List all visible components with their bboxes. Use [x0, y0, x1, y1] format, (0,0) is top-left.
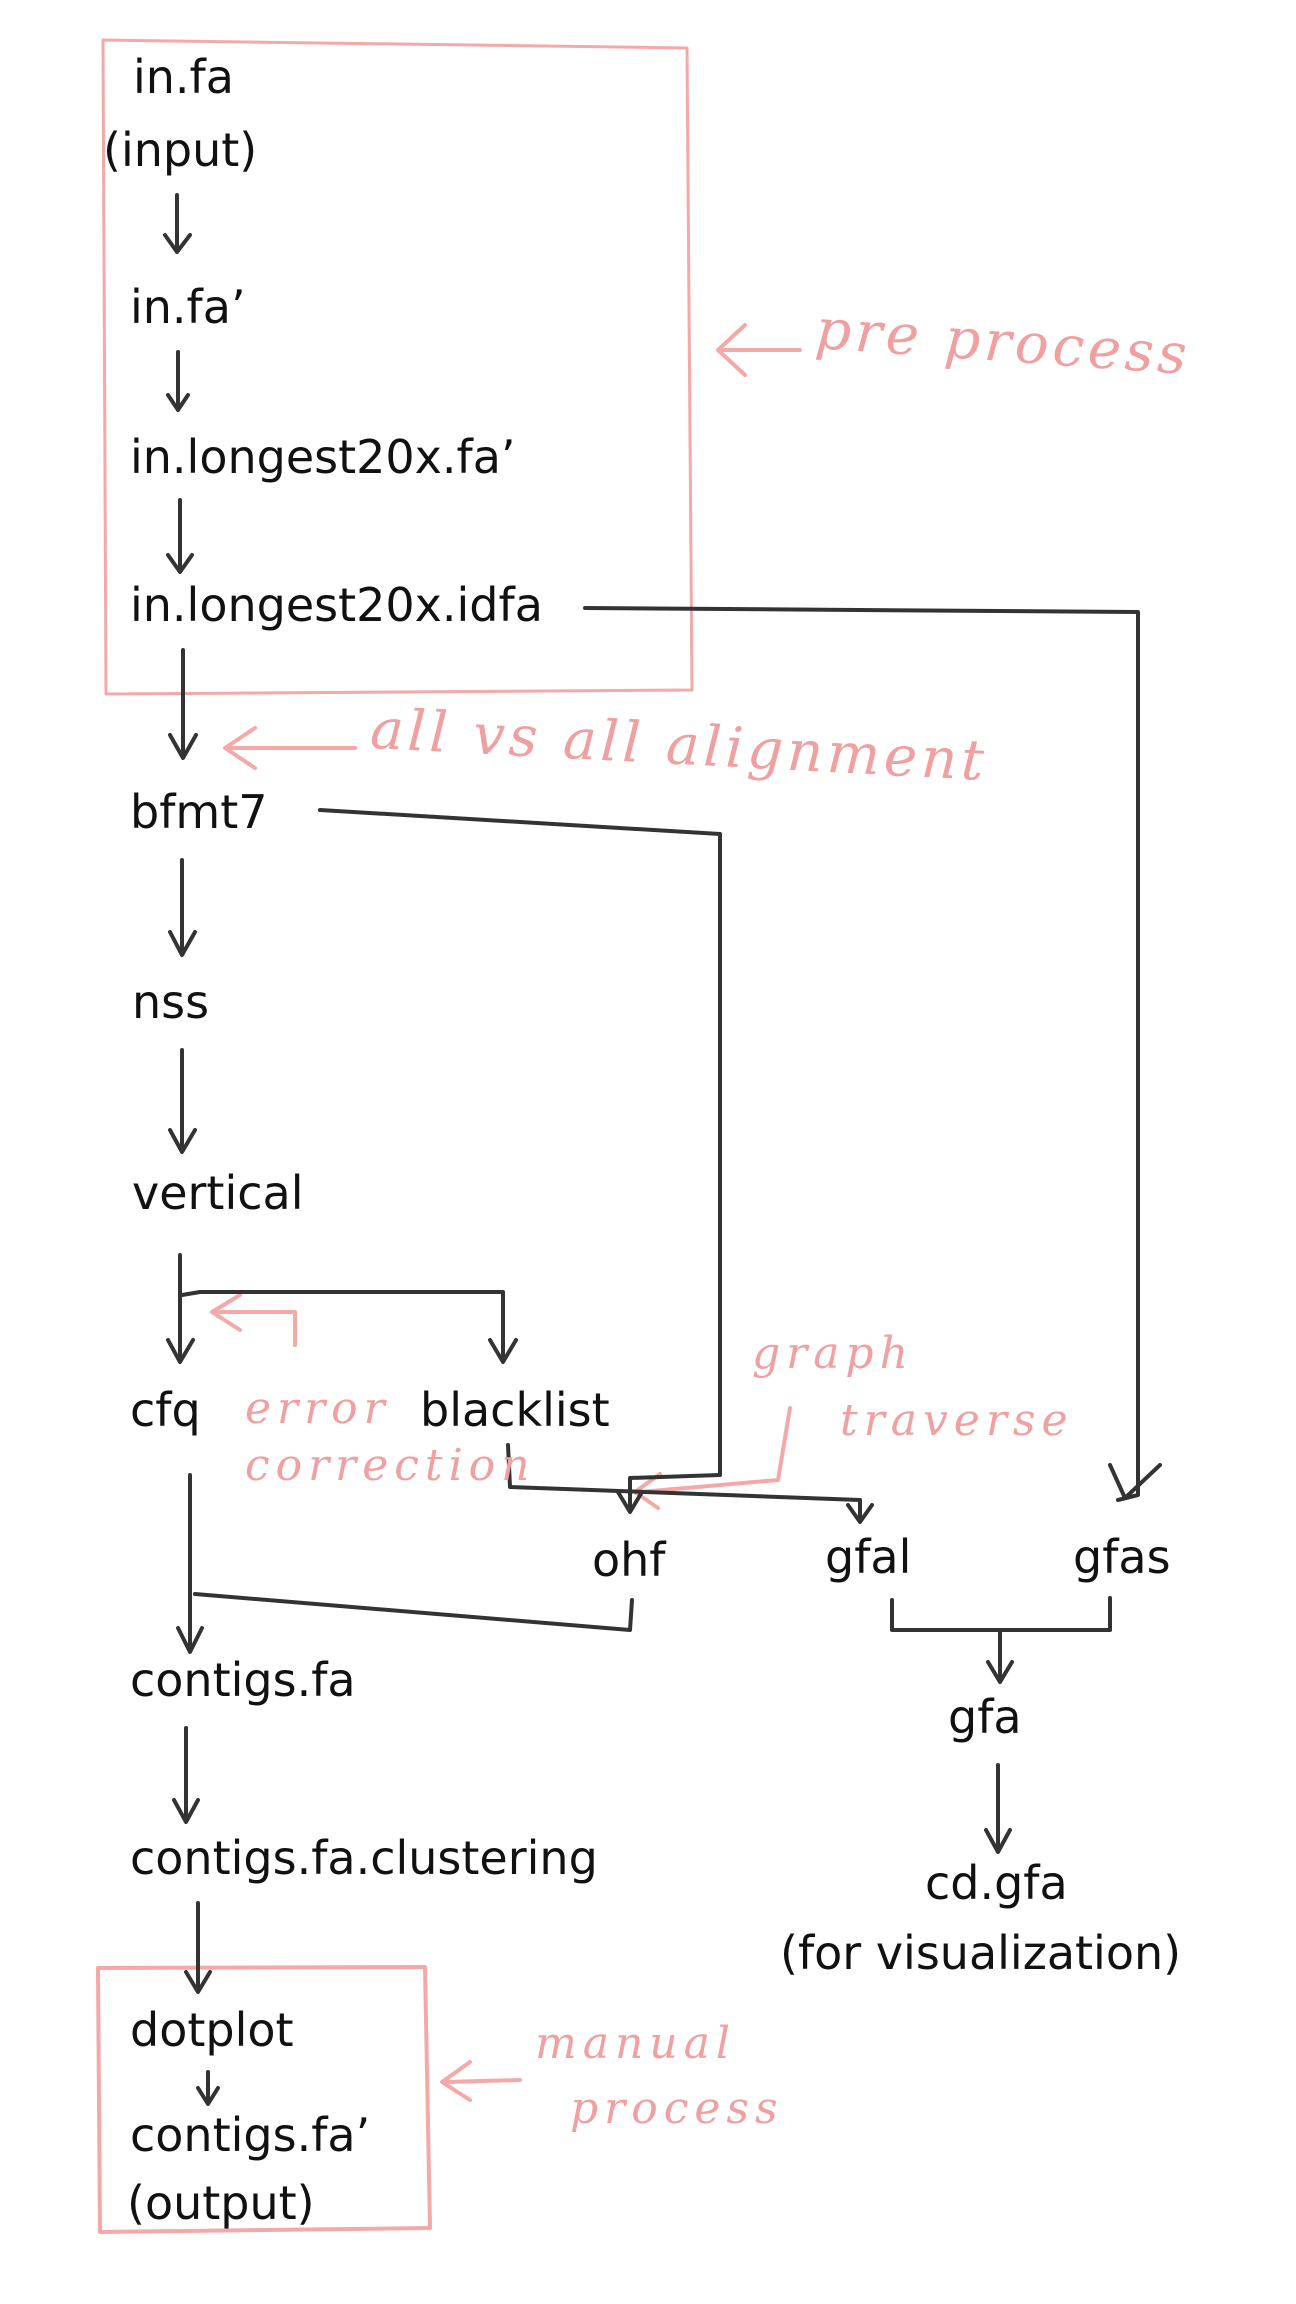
annotation-manual: manual [535, 2018, 736, 2069]
arrow-bfmt7-ohf [318, 808, 722, 1514]
arrow-bfmt7-nss [168, 858, 197, 957]
node-ohf: ohf [592, 1533, 666, 1587]
preprocess-arrow [716, 323, 802, 377]
node-contigs-fa: contigs.fa [130, 1653, 356, 1707]
annotation-traverse: traverse [840, 1395, 1074, 1446]
node-cd-gfa: cd.gfa [925, 1856, 1068, 1910]
arrow-gfa-cdgfa [984, 1763, 1012, 1854]
node-vertical: vertical [132, 1166, 304, 1220]
node-bfmt7: bfmt7 [130, 785, 268, 839]
arrow-blacklist-ohf [506, 1443, 874, 1524]
node-contigs-fa-prime: contigs.fa’ [130, 2108, 371, 2162]
node-in-fa: in.fa [133, 50, 234, 104]
arrow-clustering-dotplot [184, 1901, 212, 1994]
arrow-gfal-gfas-gfa [890, 1596, 1112, 1684]
arrow-longest-idfa [166, 498, 194, 574]
annotation-error: error [245, 1383, 391, 1434]
node-visualization-label: (for visualization) [780, 1926, 1182, 1980]
arrow-dotplot-contigsprime [196, 2070, 220, 2106]
node-blacklist: blacklist [420, 1383, 610, 1437]
manual-process-box [96, 1965, 432, 2234]
node-longest20x-idfa: in.longest20x.idfa [130, 578, 543, 632]
arrow-infaprime-longest [166, 350, 190, 412]
error-correction-arrow [210, 1293, 297, 1347]
node-contigs-clustering: contigs.fa.clustering [130, 1831, 598, 1885]
node-gfal: gfal [825, 1530, 912, 1584]
node-in-fa-prime: in.fa’ [130, 280, 246, 334]
node-nss: nss [132, 975, 210, 1029]
annotation-graph: graph [752, 1328, 914, 1379]
node-dotplot: dotplot [130, 2003, 294, 2057]
annotation-process: process [570, 2083, 784, 2134]
arrow-cfq-contigs [176, 1473, 204, 1654]
arrow-idfa-gfas [583, 606, 1162, 1502]
arrow-vertical-cfq [166, 1253, 195, 1364]
node-gfas: gfas [1073, 1530, 1171, 1584]
arrow-infa-infaprime [163, 193, 192, 254]
node-input-label: (input) [103, 123, 258, 177]
manual-process-arrow [440, 2060, 522, 2102]
arrow-idfa-bfmt7 [168, 648, 198, 760]
node-output-label: (output) [127, 2176, 315, 2230]
annotation-correction: correction [245, 1440, 536, 1491]
node-cfq: cfq [130, 1383, 201, 1437]
node-gfa: gfa [948, 1690, 1022, 1744]
arrow-vertical-blacklist [180, 1290, 518, 1364]
arrow-nss-vertical [168, 1048, 197, 1154]
arrow-ohf-contigs [193, 1592, 634, 1632]
arrow-contigs-clustering [172, 1726, 200, 1824]
preprocess-box [101, 38, 694, 696]
alignment-arrow [223, 726, 357, 770]
node-longest20x-fa: in.longest20x.fa’ [130, 430, 516, 484]
